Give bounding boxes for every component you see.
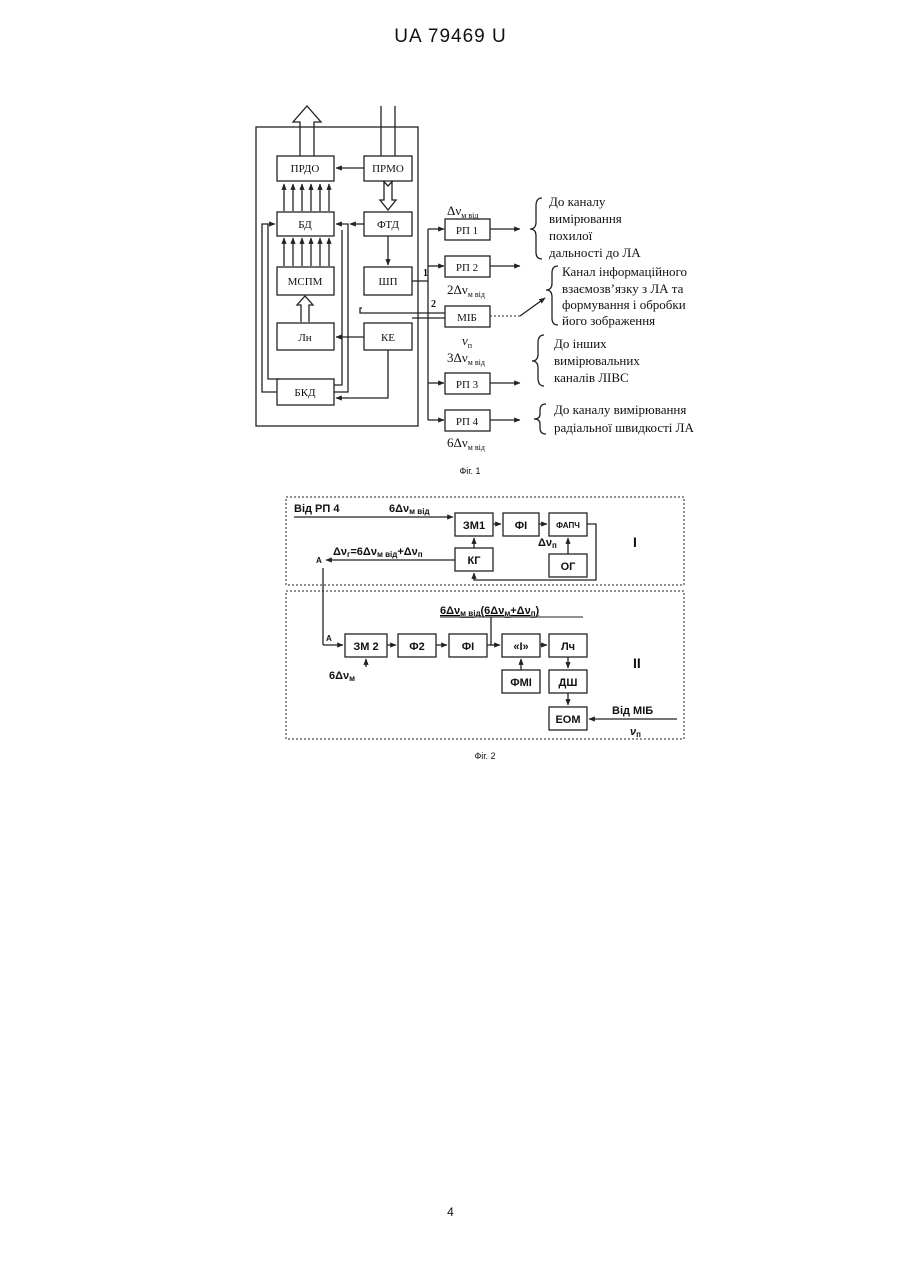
block-fapch-label: ФАПЧ	[556, 521, 580, 530]
block-rp2-label: РП 2	[456, 262, 478, 274]
block-rp4-label: РП 4	[456, 416, 479, 428]
svg-text:похилої: похилої	[549, 228, 593, 243]
block-mspm-label: МСПМ	[288, 276, 323, 288]
note-slant-range: До каналу вимірювання похилої дальності …	[549, 194, 641, 260]
block-zm2-label: ЗМ 2	[353, 641, 378, 653]
bkd-feedback-right	[334, 224, 348, 392]
block-bd-label: БД	[298, 219, 312, 231]
label-from-rp4: Від РП 4	[294, 503, 340, 515]
bus-bd-to-prdo	[284, 184, 329, 211]
port-2-label: 2	[431, 299, 436, 310]
block-fi-1-label: ФІ	[515, 520, 527, 532]
section-I-label: I	[633, 534, 637, 550]
marker-a-1: A	[316, 556, 322, 565]
note-radial-velocity: До каналу вимірювання радіальної швидкос…	[554, 402, 694, 435]
ln-to-mspm-arrow	[297, 296, 313, 322]
svg-text:вимірювальних: вимірювальних	[554, 353, 640, 368]
label-dv-g: Δνг=6Δνм від+Δνп	[333, 546, 423, 559]
block-integrator-label: «І»	[513, 641, 528, 653]
marker-a-2: A	[326, 634, 332, 643]
fig2-caption: Фіг. 2	[474, 751, 495, 761]
block-fmi-label: ФМІ	[510, 677, 532, 689]
block-dsh-label: ДШ	[559, 677, 578, 689]
brace-1	[530, 198, 542, 259]
label-mix-product: 6Δνм від(6Δνм+Δνп)	[440, 605, 540, 618]
block-eom-label: ЕОМ	[555, 714, 580, 726]
label-nu-p-2: νп	[630, 726, 641, 739]
svg-text:каналів ЛІВС: каналів ЛІВС	[554, 370, 629, 385]
svg-text:формування і обробки: формування і обробки	[562, 297, 686, 312]
brace-3	[532, 335, 544, 386]
figure-2: ЗМ1 ФІ ФАПЧ КГ ОГ Від РП 4 6Δνм від Δνп …	[286, 497, 684, 761]
svg-text:До каналу вимірювання: До каналу вимірювання	[554, 402, 686, 417]
label-from-mib: Від МІБ	[612, 705, 653, 717]
block-ke-label: КЕ	[381, 332, 395, 344]
block-f2-label: Ф2	[409, 641, 425, 653]
label-6dv-top: 6Δνм від	[389, 503, 430, 516]
port-1-label: 1	[423, 268, 428, 279]
output-hollow-arrow	[293, 106, 321, 157]
block-mib-label: МІБ	[457, 312, 477, 324]
note-info-channel: Канал інформаційного взаємозв’язку з ЛА …	[562, 264, 687, 328]
bkd-feedback-left-inner	[268, 224, 280, 379]
block-shp-label: ШП	[378, 276, 397, 288]
bkd-feedback-right-inner	[334, 230, 342, 385]
block-kg-label: КГ	[468, 555, 482, 567]
section-II-label: II	[633, 655, 641, 671]
block-lch-label: Лч	[561, 641, 575, 653]
svg-text:радіальної швидкості ЛА: радіальної швидкості ЛА	[554, 420, 694, 435]
svg-text:взаємозв’язку з ЛА та: взаємозв’язку з ЛА та	[562, 281, 684, 296]
block-prmo-label: ПРМО	[372, 163, 404, 175]
figure-1: ПРДО ПРМО БД ФТД МСПМ ШП Лн КЕ БКД	[256, 106, 694, 476]
block-ftd-label: ФТД	[377, 219, 399, 231]
label-6dv-m: 6Δνм	[329, 670, 355, 683]
block-fi-2-label: ФІ	[462, 641, 474, 653]
block-rp3-label: РП 3	[456, 379, 479, 391]
svg-text:Канал інформаційного: Канал інформаційного	[562, 264, 687, 279]
label-nu-p: νп	[462, 333, 473, 350]
note-other-channels: До інших вимірювальних каналів ЛІВС	[554, 336, 640, 385]
page-number: 4	[0, 1205, 901, 1219]
svg-text:До інших: До інших	[554, 336, 607, 351]
svg-text:вимірювання: вимірювання	[549, 211, 622, 226]
svg-text:дальності до ЛА: дальності до ЛА	[549, 245, 641, 260]
label-dv-p: Δνп	[538, 537, 557, 550]
label-2dv-mvid: 2Δνм від	[447, 282, 485, 299]
block-rp1-label: РП 1	[456, 225, 478, 237]
bus-mspm-to-bd	[284, 238, 329, 266]
fig1-caption: Фіг. 1	[459, 466, 480, 476]
label-dv-mvid: Δνм від	[447, 203, 478, 220]
label-6dv-mvid: 6Δνм від	[447, 435, 485, 452]
svg-text:До каналу: До каналу	[549, 194, 606, 209]
block-bkd-label: БКД	[294, 387, 316, 399]
bkd-feedback-left-outer	[262, 224, 277, 392]
block-prdo-label: ПРДО	[291, 163, 320, 175]
block-ln-label: Лн	[298, 332, 311, 344]
brace-4	[534, 404, 546, 434]
label-3dv-mvid: 3Δνм від	[447, 350, 485, 367]
ke-to-bkd-line	[336, 350, 388, 398]
svg-text:його зображення: його зображення	[562, 313, 655, 328]
block-zm1-label: ЗМ1	[463, 520, 485, 532]
section-I-frame	[286, 497, 684, 585]
brace-2	[546, 266, 558, 325]
block-og-label: ОГ	[561, 561, 577, 573]
